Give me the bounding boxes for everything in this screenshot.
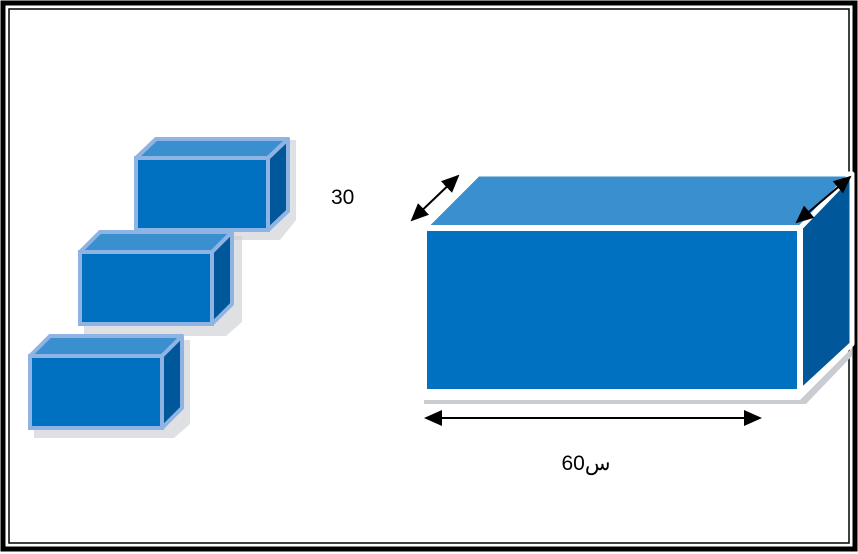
small-boxes-group [28, 137, 296, 438]
small-box-side [266, 137, 290, 232]
small-box-front [28, 354, 164, 430]
depth-label: 30 [331, 186, 354, 209]
length-label: 60س [562, 452, 611, 476]
small-box-top [28, 334, 184, 358]
small-box [28, 334, 190, 438]
small-box-top [134, 137, 290, 160]
small-box-front [78, 250, 214, 326]
large-box-front [421, 225, 803, 395]
large-box-top [421, 171, 855, 231]
depth-arrow-right [795, 175, 852, 224]
small-box [78, 230, 242, 336]
large-box-shadow [424, 348, 852, 404]
small-box-front [134, 156, 270, 232]
large-box [421, 171, 855, 404]
small-box [134, 137, 296, 240]
small-box-top [78, 230, 234, 254]
depth-arrow-left [410, 174, 460, 222]
